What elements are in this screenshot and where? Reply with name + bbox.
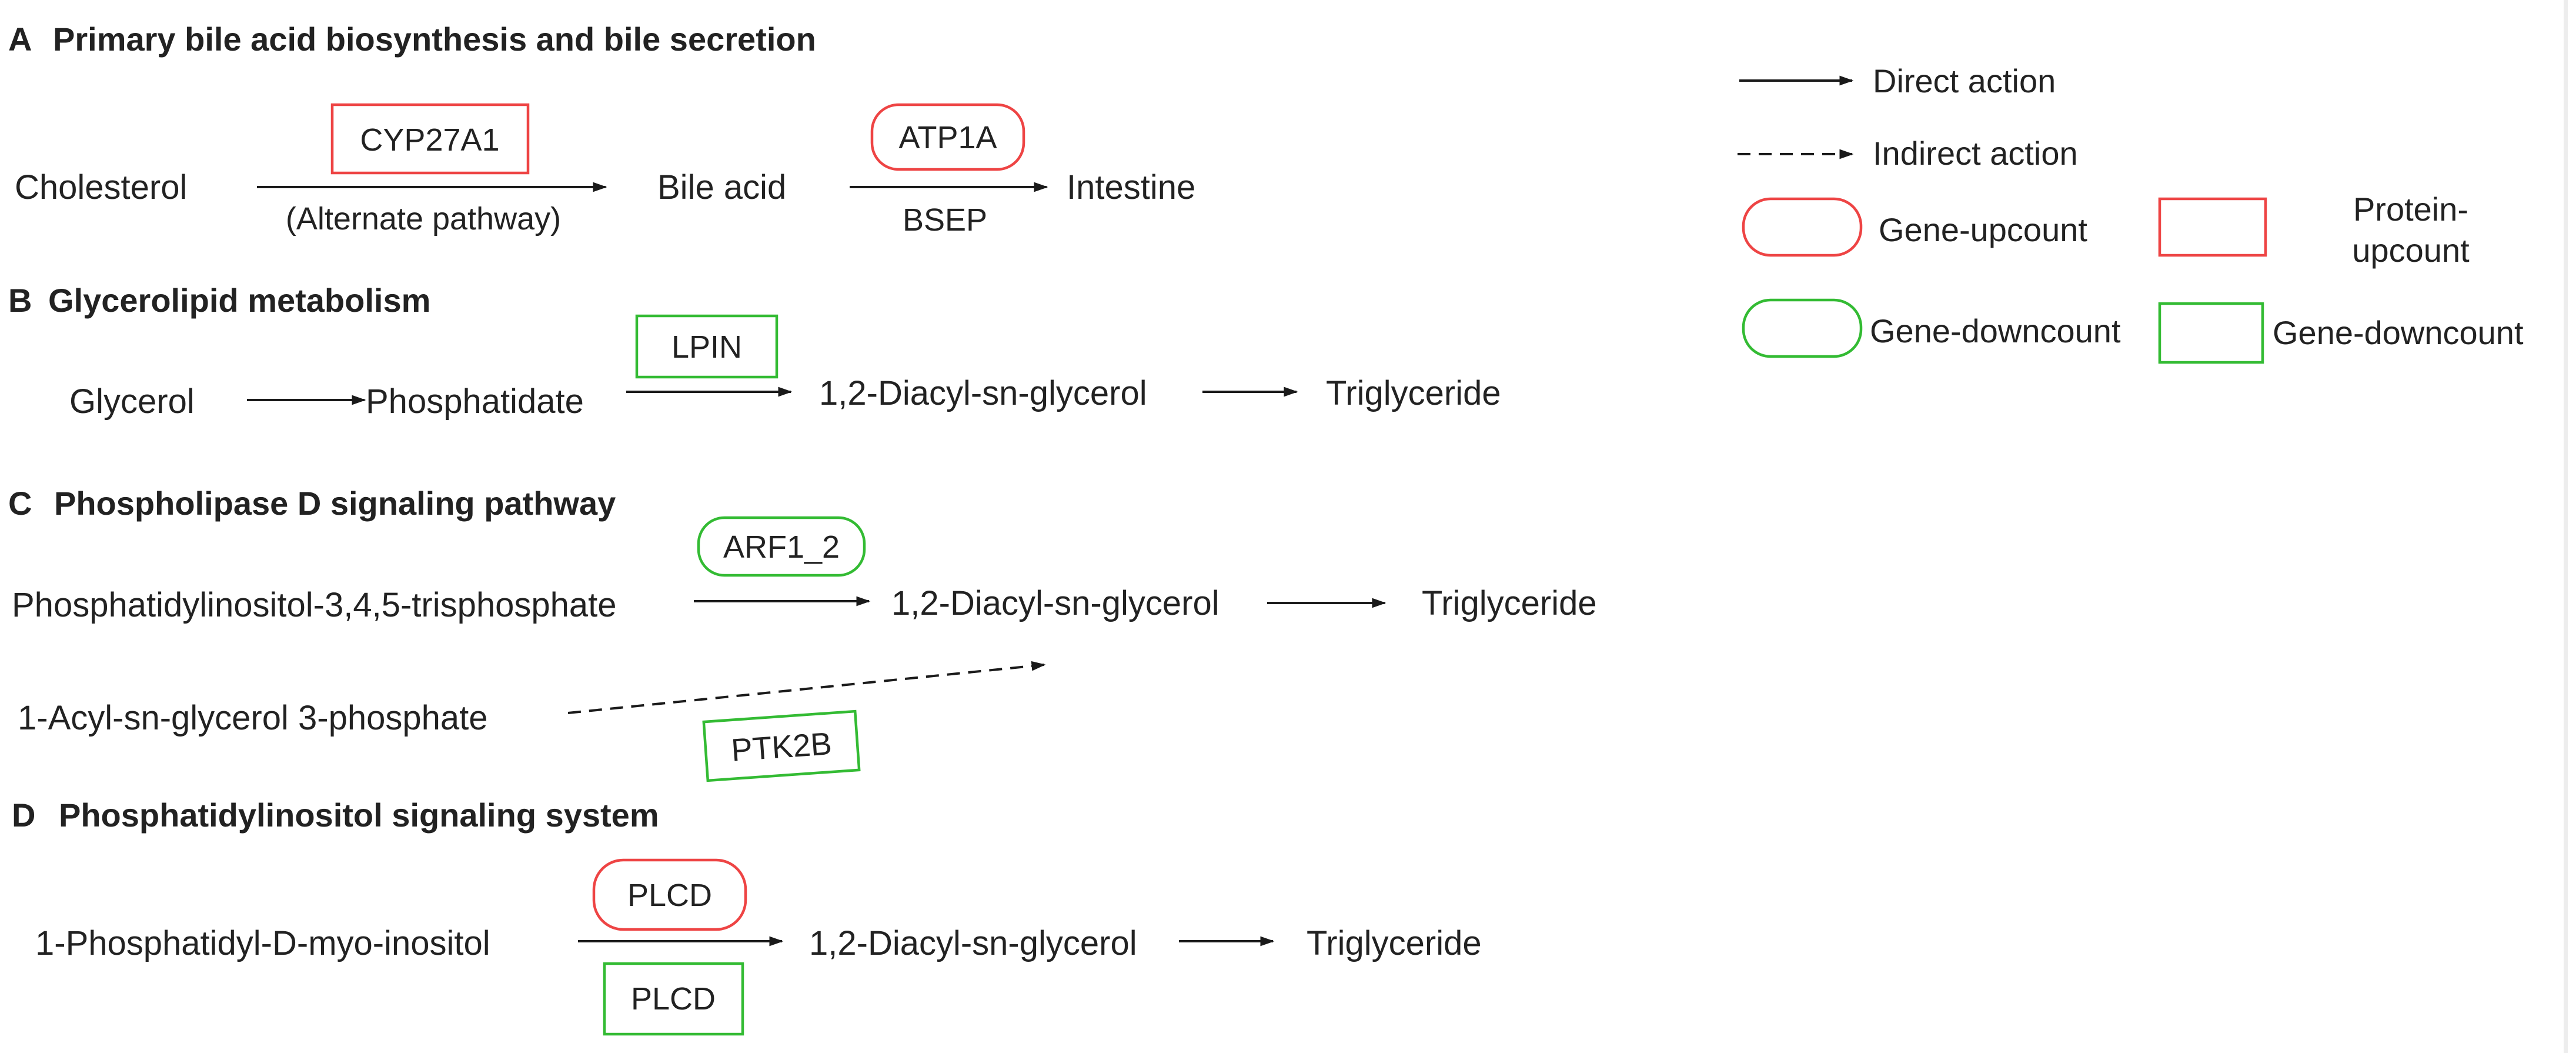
- legend-protein-down-label: Gene-downcount: [2273, 314, 2524, 351]
- node-dag-c: 1,2-Diacyl-sn-glycerol: [891, 584, 1219, 622]
- section-b-title: Glycerolipid metabolism: [48, 282, 430, 319]
- gene-ptk2b-group: PTK2B: [702, 709, 861, 782]
- gene-box-lpin: [635, 314, 779, 379]
- gene-box-atp1a: [870, 103, 1025, 171]
- section-c-letter: C: [8, 485, 32, 522]
- node-glycerol: Glycerol: [69, 382, 195, 421]
- gene-label-lpin: LPIN: [671, 329, 742, 365]
- right-border-line: [2564, 0, 2568, 1053]
- section-a-title: Primary bile acid biosynthesis and bile …: [53, 21, 816, 58]
- gene-label-ptk2b: PTK2B: [730, 726, 833, 768]
- section-c-title: Phospholipase D signaling pathway: [54, 485, 616, 522]
- node-dag-b: 1,2-Diacyl-sn-glycerol: [819, 374, 1147, 412]
- gene-box-plcd-gene: [592, 858, 747, 931]
- legend-gene-up-label: Gene-upcount: [1879, 211, 2087, 248]
- legend-gene-up-swatch: [1742, 197, 1863, 257]
- node-lpa: 1-Acyl-sn-glycerol 3-phosphate: [18, 699, 487, 737]
- node-pi: 1-Phosphatidyl-D-myo-inositol: [35, 924, 490, 962]
- arrow-lpa-dag-indirect: [567, 661, 1046, 714]
- section-b: B Glycerolipid metabolism Glycerol Phosp…: [8, 282, 1501, 421]
- legend-protein-up-swatch: [2158, 197, 2267, 257]
- legend-direct-label: Direct action: [1873, 62, 2056, 99]
- node-intestine: Intestine: [1067, 168, 1195, 206]
- section-d-title: Phosphatidylinositol signaling system: [59, 797, 659, 834]
- edge-label-bsep: BSEP: [903, 202, 987, 238]
- legend: Direct action Indirect action Gene-upcou…: [1738, 62, 2524, 364]
- legend-protein-down-swatch: [2158, 302, 2264, 364]
- gene-box-cyp27a1: [330, 103, 530, 175]
- node-tg-d: Triglyceride: [1307, 924, 1482, 962]
- gene-box-ptk2b: [702, 709, 861, 782]
- section-d: D Phosphatidylinositol signaling system …: [12, 797, 1482, 1036]
- gene-box-plcd-protein: [603, 962, 744, 1036]
- edge-label-alternate: (Alternate pathway): [286, 201, 561, 236]
- node-phosphatidate: Phosphatidate: [366, 382, 584, 421]
- legend-gene-down-swatch: [1742, 298, 1863, 358]
- node-tg-c: Triglyceride: [1422, 584, 1597, 622]
- legend-protein-up-label-2: upcount: [2352, 232, 2470, 269]
- gene-box-arf1-2: [697, 516, 866, 577]
- node-tg-b: Triglyceride: [1326, 374, 1501, 412]
- legend-gene-down-label: Gene-downcount: [1870, 312, 2121, 349]
- node-pip3: Phosphatidylinositol-3,4,5-trisphosphate: [12, 586, 617, 624]
- section-a-letter: A: [8, 21, 32, 58]
- section-d-letter: D: [12, 797, 35, 834]
- gene-label-arf1-2: ARF1_2: [723, 529, 840, 565]
- gene-label-plcd-gene: PLCD: [627, 878, 712, 913]
- gene-label-cyp27a1: CYP27A1: [360, 122, 499, 158]
- gene-label-atp1a: ATP1A: [898, 120, 997, 155]
- node-cholesterol: Cholesterol: [15, 168, 187, 206]
- legend-protein-up-label-1: Protein-: [2353, 191, 2468, 228]
- section-a: A Primary bile acid biosynthesis and bil…: [8, 21, 1195, 238]
- node-dag-d: 1,2-Diacyl-sn-glycerol: [809, 924, 1137, 962]
- node-bile-acid: Bile acid: [657, 168, 786, 206]
- gene-label-plcd-protein: PLCD: [631, 981, 716, 1017]
- section-c: C Phospholipase D signaling pathway ARF1…: [8, 485, 1597, 782]
- section-b-letter: B: [8, 282, 32, 319]
- legend-indirect-label: Indirect action: [1873, 135, 2078, 172]
